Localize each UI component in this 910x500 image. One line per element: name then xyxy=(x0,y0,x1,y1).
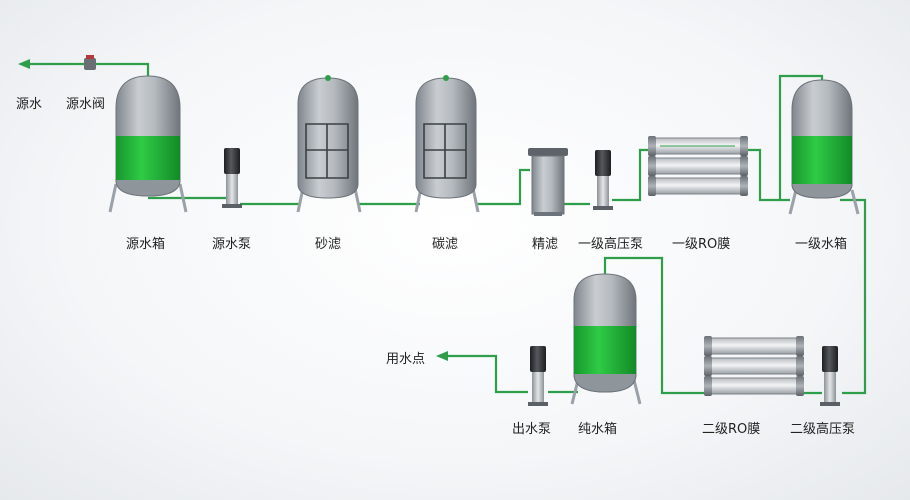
secondary-ro-membranes xyxy=(704,336,804,396)
label-use-point: 用水点 xyxy=(386,352,426,367)
source-tank xyxy=(108,75,188,213)
pipe-ro1-to-tank xyxy=(778,74,824,200)
outlet-arrow xyxy=(436,351,448,361)
label-pure-tank: 纯水箱 xyxy=(578,422,618,437)
source-pump xyxy=(222,148,242,208)
source-valve xyxy=(84,55,96,70)
label-sand-filter: 砂滤 xyxy=(315,237,342,252)
secondary-hp-pump xyxy=(820,346,840,406)
precision-filter xyxy=(528,148,568,216)
pipe-inlet xyxy=(30,62,150,76)
primary-ro-membranes xyxy=(648,136,748,196)
label-secondary-ro: 二级RO膜 xyxy=(702,422,761,437)
sand-filter xyxy=(296,75,362,213)
carbon-filter xyxy=(414,75,480,213)
pipe-hppump-to-ro1 xyxy=(612,148,652,202)
pipe-ro2-to-pure xyxy=(603,256,706,395)
label-primary-tank: 一级水箱 xyxy=(795,237,848,252)
primary-hp-pump xyxy=(593,150,613,210)
label-carbon-filter: 碳滤 xyxy=(432,237,459,252)
label-source-tank: 源水箱 xyxy=(126,237,166,252)
label-primary-ro: 一级RO膜 xyxy=(672,237,731,252)
pipe-out xyxy=(446,354,528,394)
label-source-pump: 源水泵 xyxy=(212,237,252,252)
pipe-carbon-to-precision xyxy=(476,168,530,206)
pure-water-tank xyxy=(570,273,642,405)
label-source-water: 源水 xyxy=(16,97,43,112)
label-primary-hp-pump: 一级高压泵 xyxy=(578,237,644,252)
pipe-tank1-out xyxy=(840,198,867,395)
pipe-ro1-out xyxy=(744,148,790,202)
label-precision-filter: 精滤 xyxy=(532,237,559,252)
label-outlet-pump: 出水泵 xyxy=(512,422,552,437)
inlet-arrow xyxy=(18,59,30,69)
outlet-pump xyxy=(528,346,548,406)
primary-water-tank xyxy=(788,79,860,215)
label-secondary-hp-pump: 二级高压泵 xyxy=(790,422,856,437)
label-source-valve: 源水阀 xyxy=(66,97,106,112)
